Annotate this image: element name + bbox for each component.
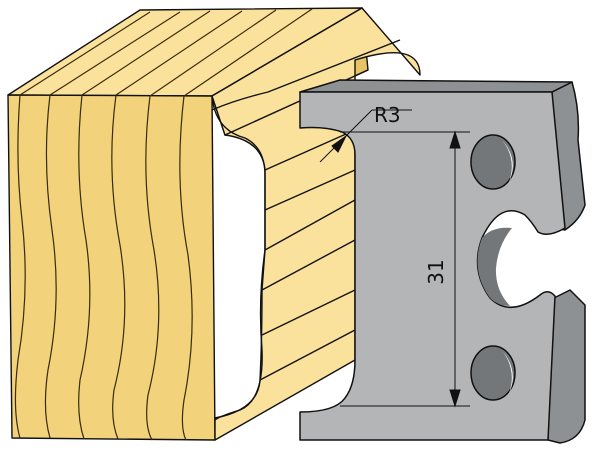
grain-line <box>44 94 57 439</box>
radius-arrow <box>331 135 347 153</box>
grain-line <box>14 94 26 439</box>
profile-line-e <box>261 239 356 291</box>
lower-hole <box>470 345 516 401</box>
wood-workpiece <box>7 7 421 441</box>
profile-line-f <box>261 289 356 336</box>
profile-line-g <box>259 329 356 381</box>
steel-knife <box>299 79 586 444</box>
arrow-down <box>449 389 461 408</box>
grain-line <box>81 10 211 96</box>
upper-hole <box>470 134 516 190</box>
grain-line <box>145 95 160 441</box>
arrow-up <box>449 130 461 149</box>
grain-line <box>183 8 313 97</box>
profile-line-b <box>264 129 356 171</box>
wood-grain <box>14 8 313 441</box>
profile-line-c <box>264 169 356 211</box>
grain-line <box>19 11 151 96</box>
grain-line <box>179 95 193 441</box>
grain-line <box>115 10 243 96</box>
profile-line-a <box>211 39 401 111</box>
grain-line <box>78 94 91 440</box>
height-label: 31 <box>424 259 448 284</box>
center-notch-shadow <box>477 227 512 306</box>
radius-label: R3 <box>374 103 401 127</box>
grain-line <box>49 11 181 96</box>
profile-line-d <box>264 199 356 251</box>
grain-line <box>149 9 277 97</box>
knife-top-edge <box>299 79 573 93</box>
dimensions <box>319 109 470 408</box>
grain-line <box>111 94 126 440</box>
end-face-profile <box>211 95 266 421</box>
